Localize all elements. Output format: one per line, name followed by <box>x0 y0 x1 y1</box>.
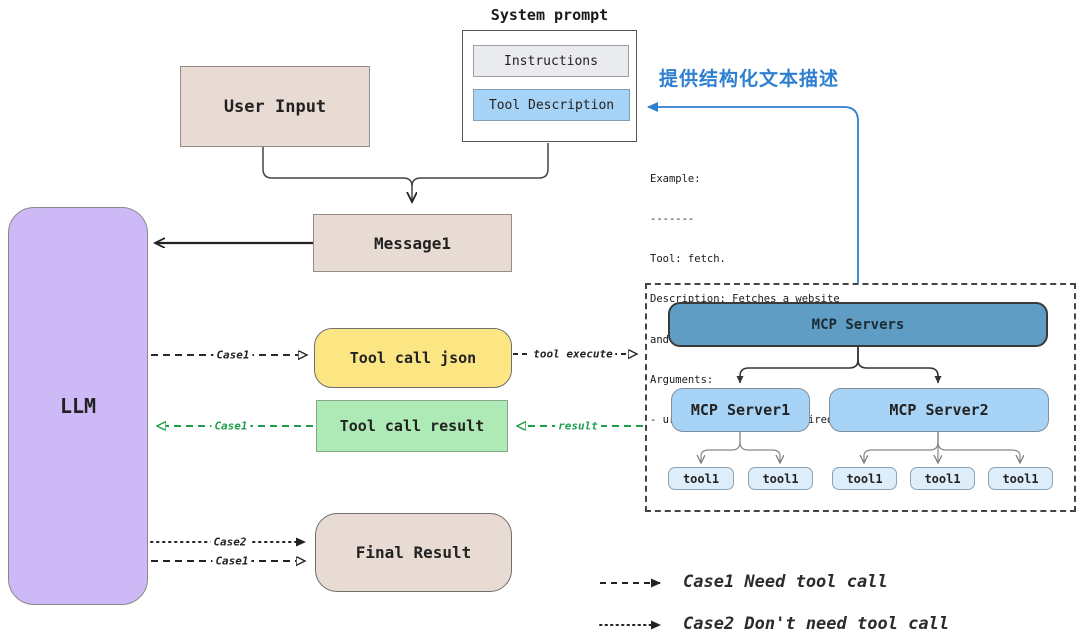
edge-label-result: result <box>555 419 601 433</box>
tool-call-json-box: Tool call json <box>314 328 512 388</box>
annotation-structured-text: 提供结构化文本描述 <box>659 68 840 90</box>
example-line: ------- <box>650 213 695 226</box>
instructions-box: Instructions <box>473 45 629 77</box>
llm-box: LLM <box>8 207 148 605</box>
edge-label-tool-execute: tool execute <box>530 347 616 361</box>
tool1-box: tool1 <box>748 467 813 490</box>
tool1-box: tool1 <box>832 467 897 490</box>
system-prompt-title: System prompt <box>490 6 609 24</box>
example-line: Tool: fetch. <box>650 253 726 266</box>
merge-connector <box>262 143 549 201</box>
mcp-container <box>645 283 1076 512</box>
final-result-box: Final Result <box>315 513 512 592</box>
tool1-box: tool1 <box>988 467 1053 490</box>
mcp-server2-box: MCP Server2 <box>829 388 1049 432</box>
message1-box: Message1 <box>313 214 512 272</box>
user-input-box: User Input <box>180 66 370 147</box>
edge-label-case1-result: Case1 <box>211 419 251 433</box>
tool-description-box: Tool Description <box>473 89 630 121</box>
edge-label-case1-tooljson: Case1 <box>213 348 253 362</box>
example-line: Example: <box>650 172 701 185</box>
legend-case1-label: Case1 Need tool call <box>683 572 888 592</box>
tool1-box: tool1 <box>910 467 975 490</box>
mcp-server1-box: MCP Server1 <box>671 388 810 432</box>
example-line: Arguments: <box>650 373 714 386</box>
edge-label-case1-final: Case1 <box>212 554 252 568</box>
tool-call-result-box: Tool call result <box>316 400 508 452</box>
edge-label-case2-final: Case2 <box>210 535 250 549</box>
tool1-box: tool1 <box>668 467 734 490</box>
mcp-servers-box: MCP Servers <box>668 302 1048 347</box>
legend-case2-label: Case2 Don't need tool call <box>683 614 950 634</box>
